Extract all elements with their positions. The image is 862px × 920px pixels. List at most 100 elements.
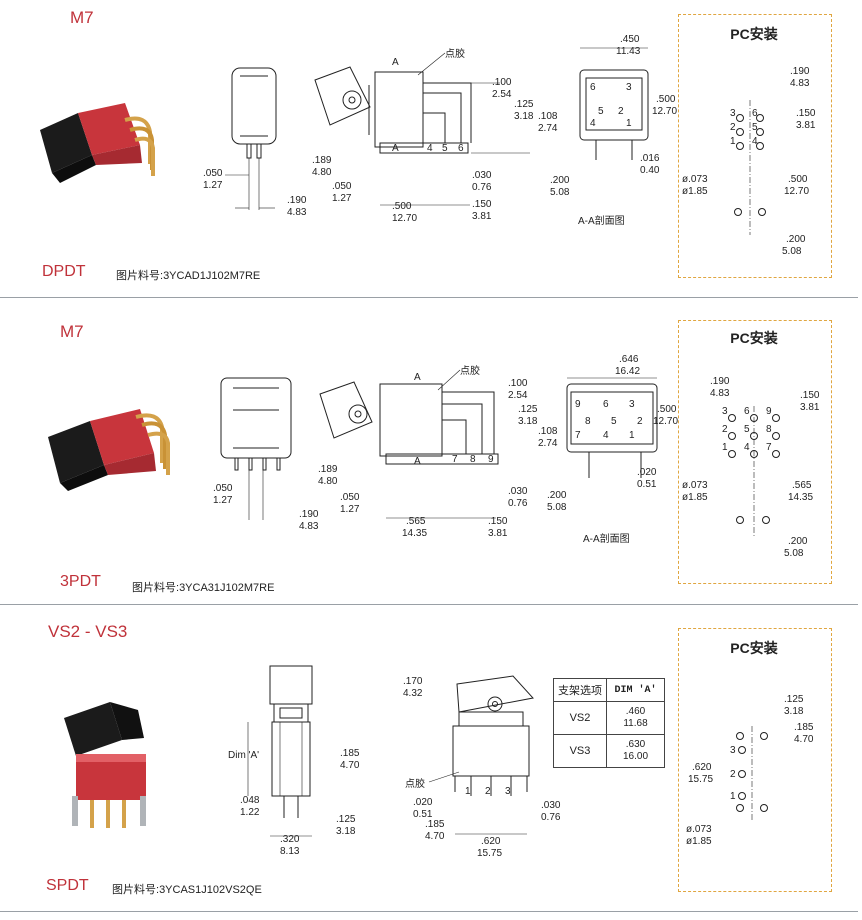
series-title: M7: [60, 322, 84, 341]
pc-dim-200-mm: 5.08: [782, 246, 802, 257]
dim-189: .189: [318, 464, 338, 475]
dim-320-mm: 8.13: [280, 846, 300, 857]
table-row: VS3 .630 16.00: [553, 734, 665, 768]
cell-6: 6: [590, 82, 596, 93]
dim-050-side-mm: 1.27: [332, 193, 352, 204]
pc-mount-title: PC安装: [730, 26, 778, 42]
pc-pin-1: 1: [722, 442, 728, 453]
series-title: M7: [70, 8, 94, 27]
dim-450: .450: [620, 34, 640, 45]
part-code: 3YCAS1J102VS2QE: [159, 884, 262, 896]
dim-108-mm: 2.74: [538, 123, 558, 134]
glue-label: 点胶: [460, 364, 480, 377]
pin-2: 2: [485, 786, 491, 797]
pc-mount-drawing: .190 4.83 .150 3.81 3 6 9 2 5 8 1 4 7 .5…: [682, 376, 820, 559]
dim-190-mm: 4.83: [299, 521, 319, 532]
cell-5: 5: [611, 416, 617, 427]
dim-108: .108: [538, 426, 558, 437]
dim-185b-mm: 4.70: [425, 831, 445, 842]
pin-8: 8: [470, 454, 476, 465]
pc-pin-1: 1: [730, 791, 736, 802]
pc-dim-200: .200: [788, 536, 808, 547]
cell-3: 3: [629, 399, 635, 410]
table-cell-value: .460 11.68: [606, 701, 665, 735]
dim-030: .030: [508, 486, 528, 497]
pc-pin-2: 2: [730, 769, 736, 780]
dim-150-mm: 3.81: [488, 528, 508, 539]
section-view-label: A-A剖面图: [578, 214, 625, 227]
dim-450-mm: 11.43: [616, 46, 641, 57]
value-inch: .630: [625, 739, 646, 750]
dim-050-side: .050: [340, 492, 360, 503]
table-header-dim: DIM 'A': [606, 678, 665, 702]
cell-5: 5: [598, 106, 604, 117]
pc-dim-200: .200: [786, 234, 806, 245]
dim-646: .646: [619, 354, 639, 365]
pin-9: 9: [488, 454, 494, 465]
pc-holes: [736, 732, 768, 812]
part-code: 3YCA31J102M7RE: [179, 582, 275, 594]
pc-dim-200-mm: 5.08: [784, 548, 804, 559]
side-view-drawing: 7 8 9 A A 点胶 .100 2.54 .125 3.18 .108 2.…: [318, 364, 558, 539]
part-number: 图片料号:3YCA31J102M7RE: [132, 579, 274, 595]
dim-500-h: .500: [657, 404, 677, 415]
pc-pin-6: 6: [744, 406, 750, 417]
front-view-drawing: .050 1.27 .190 4.83: [213, 377, 319, 532]
table-cell-value: .630 16.00: [606, 734, 665, 768]
table-row: VS2 .460 11.68: [553, 701, 665, 735]
pc-dim-150: .150: [800, 390, 820, 401]
front-view-drawing: .050 1.27 .190 4.83: [203, 67, 307, 218]
section-mark-a-top: A: [414, 372, 421, 383]
value-mm: 11.68: [623, 718, 648, 729]
dim-500: .500: [392, 201, 412, 212]
pc-mount-drawing: .125 3.18 .185 4.70 3 2 1 .620 15.75 ø.0…: [686, 694, 814, 847]
pc-dim-185-mm: 4.70: [794, 734, 814, 745]
pc-dim-620-mm: 15.75: [688, 774, 713, 785]
pc-dim-073-mm: ø1.85: [686, 836, 712, 847]
dim-170-mm: 4.32: [403, 688, 423, 699]
pc-pin-5: 5: [744, 424, 750, 435]
pc-dim-190: .190: [790, 66, 810, 77]
part-code: 3YCAD1J102M7RE: [163, 270, 261, 282]
pc-mount-box: [678, 14, 832, 278]
glue-label: 点胶: [445, 47, 465, 60]
dim-100: .100: [508, 378, 528, 389]
product-photo-dpdt: [40, 103, 155, 183]
dim-125-mm: 3.18: [336, 826, 356, 837]
dim-016: .016: [640, 153, 660, 164]
dim-565: .565: [406, 516, 426, 527]
section-view-drawing: .646 16.42 9 6 3 8 5 2 7 4 1 .500 12.70 …: [547, 354, 678, 545]
dim-620-mm: 15.75: [477, 848, 502, 859]
pc-dim-073-mm: ø1.85: [682, 492, 708, 503]
side-view-drawing: 4 5 6 A A 点胶 .100 2.54 .125 3.18 .108 2.…: [312, 47, 558, 224]
dim-200: .200: [550, 175, 570, 186]
part-number: 图片料号:3YCAS1J102VS2QE: [112, 881, 262, 897]
dim-170: .170: [403, 676, 423, 687]
dim-a-table: 支架选项 DIM 'A' VS2 .460 11.68 VS3 .630 16.…: [553, 678, 665, 768]
dim-190: .190: [287, 195, 307, 206]
dim-108-mm: 2.74: [538, 438, 558, 449]
pc-dim-125-mm: 3.18: [784, 706, 804, 717]
pc-mount-title: PC安装: [730, 330, 778, 346]
switch-type: 3PDT: [60, 573, 101, 590]
dim-189-mm: 4.80: [318, 476, 338, 487]
cell-7: 7: [575, 430, 581, 441]
dim-320: .320: [280, 834, 300, 845]
pc-pin-2: 2: [730, 122, 736, 133]
pin-5: 5: [442, 143, 448, 154]
pc-dim-190-mm: 4.83: [710, 388, 730, 399]
dim-150: .150: [488, 516, 508, 527]
pc-holes: [734, 114, 766, 216]
section-mark-a-bottom: A: [392, 143, 399, 154]
section-divider: [0, 604, 858, 605]
bottom-divider: [0, 911, 858, 912]
dim-030: .030: [541, 800, 561, 811]
pc-dim-073-mm: ø1.85: [682, 186, 708, 197]
dim-150: .150: [472, 199, 492, 210]
side-view-drawing: .170 4.32 1 2 3 点胶 .020 0.51 .185 4.70 .…: [403, 675, 561, 859]
cell-1: 1: [626, 118, 632, 129]
dim-200: .200: [547, 490, 567, 501]
dim-646-mm: 16.42: [615, 366, 640, 377]
pc-mount-title: PC安装: [730, 640, 778, 656]
cell-6: 6: [603, 399, 609, 410]
